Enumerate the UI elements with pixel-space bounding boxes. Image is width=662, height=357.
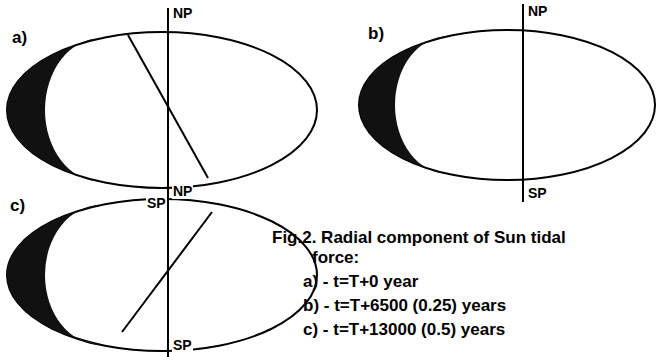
pole-label: SP (146, 196, 167, 211)
figure-caption: Fig.2. Radial component of Sun tidal for… (272, 228, 597, 268)
rotation-axis (522, 4, 524, 202)
earth-ellipse (359, 30, 655, 180)
earth-ellipse (7, 199, 317, 351)
tidal-crescent (7, 39, 100, 182)
pole-label: NP (172, 6, 193, 21)
panel-letter: b) (368, 24, 384, 44)
pole-label: SP (172, 338, 193, 353)
tide-axis (128, 35, 208, 178)
pole-label: NP (527, 4, 548, 19)
caption-item: b) - t=T+6500 (0.25) years (303, 296, 506, 316)
tide-axis (122, 212, 212, 332)
pole-label: SP (527, 186, 548, 201)
panel-letter: a) (12, 28, 27, 48)
caption-item: c) - t=T+13000 (0.5) years (303, 320, 505, 340)
caption-item: a) - t=T+0 year (303, 272, 418, 292)
earth-ellipse (7, 32, 317, 188)
tidal-crescent (7, 205, 100, 344)
pole-label: NP (172, 184, 193, 199)
tidal-crescent (359, 37, 447, 174)
panel-letter: c) (10, 196, 25, 216)
